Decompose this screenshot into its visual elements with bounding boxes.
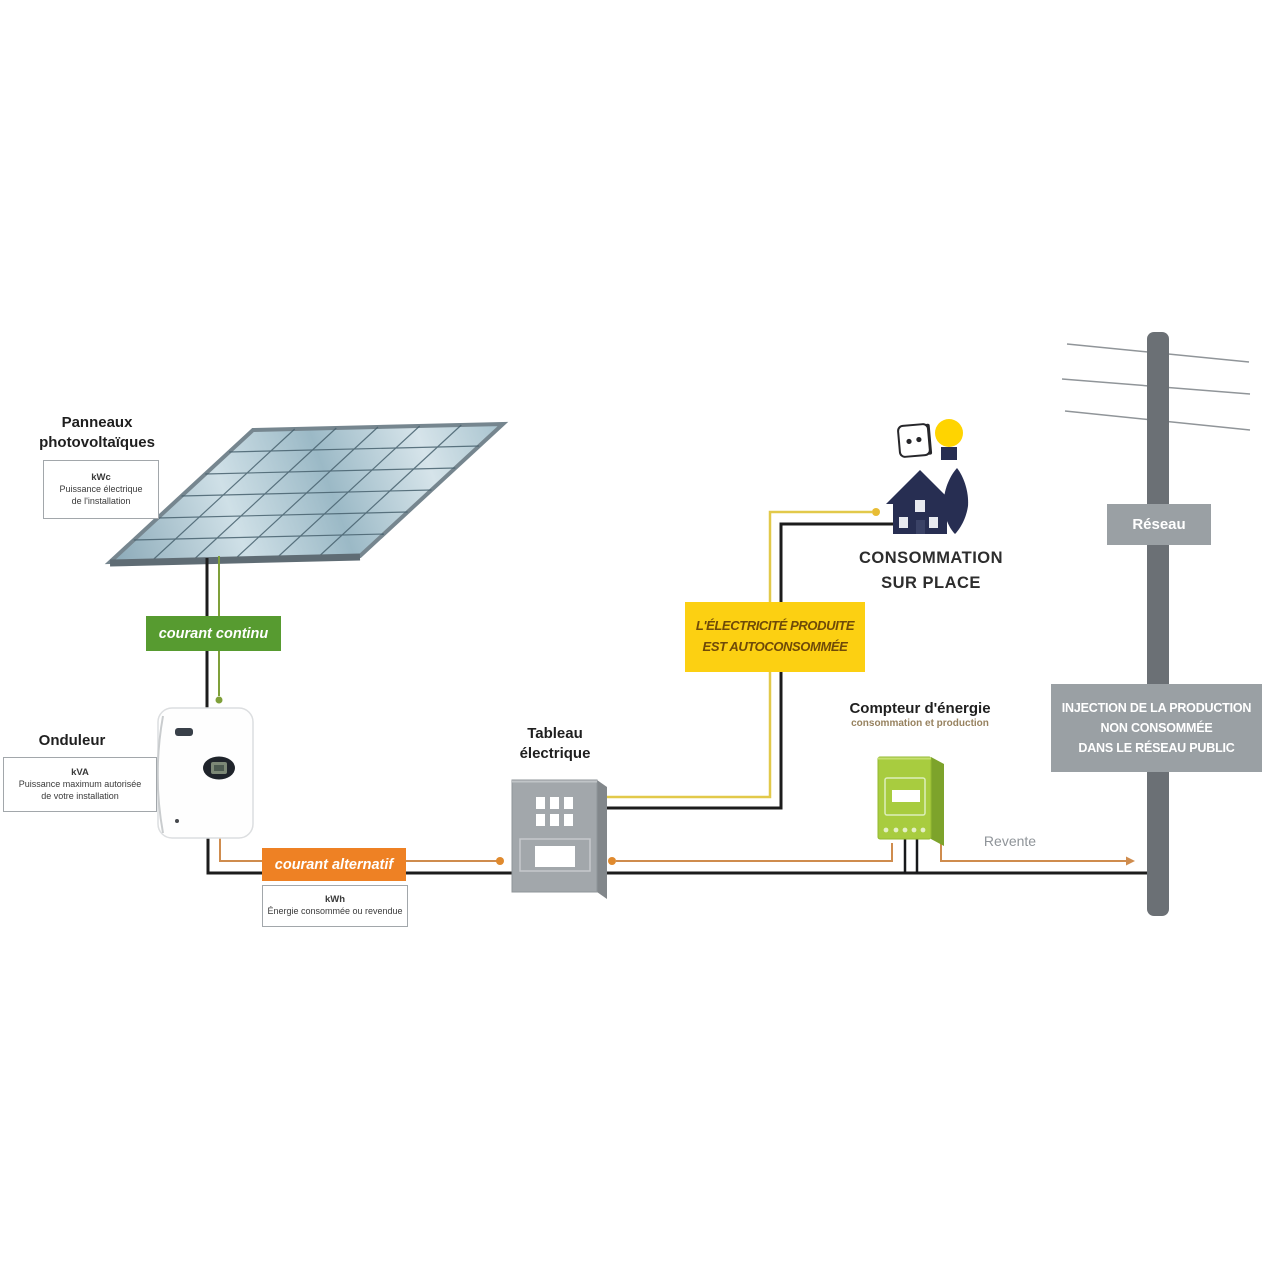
dc-current-label: courant continu (146, 616, 281, 651)
lightbulb-icon (935, 419, 963, 460)
plug-icon (897, 423, 933, 458)
autoconso-line2: EST AUTOCONSOMMÉE (702, 639, 848, 654)
onsite-line2: SUR PLACE (881, 573, 981, 592)
grid-label: Réseau (1107, 504, 1211, 545)
house-door (916, 520, 925, 534)
autoconsumption-box: L'ÉLECTRICITÉ PRODUITE EST AUTOCONSOMMÉE (685, 602, 865, 672)
electrical-panel-body (511, 779, 598, 893)
board-title-line2: électrique (519, 744, 591, 762)
inverter-spec-desc2: de votre installation (41, 791, 119, 801)
board-title: Tableau électrique (501, 724, 609, 763)
pv-spec-desc2: de l'installation (71, 496, 131, 506)
ac-spec-box: kWh Énergie consommée ou revendue (262, 885, 408, 927)
inverter-spec-unit: kVA (71, 766, 89, 778)
inverter-spec-desc1: Puissance maximum autorisée (18, 778, 142, 789)
panel-lower-window (535, 846, 575, 867)
panel-lower-frame (519, 838, 591, 872)
inverter-display-text (214, 765, 224, 771)
electrical-panel-side (597, 780, 607, 899)
ac-current-label: courant alternatif (262, 848, 406, 881)
onsite-line1: CONSOMMATION (858, 549, 1004, 567)
tree-icon (943, 468, 969, 534)
energy-meter-device (877, 756, 944, 846)
house-upper-window (915, 500, 925, 512)
ac-wire-black-main (206, 826, 1152, 875)
meter-title-block: Compteur d'énergie consommation et produ… (836, 700, 1004, 729)
pv-spec-unit: kWc (91, 471, 111, 483)
breaker-windows (536, 797, 573, 826)
injection-line1: INJECTION DE LA PRODUCTION (1061, 701, 1252, 715)
house-left-window (899, 517, 908, 528)
meter-subtitle: consommation et production (851, 718, 989, 729)
pv-title: Panneaux photovoltaïques (39, 414, 155, 451)
meter-title: Compteur d'énergie (849, 700, 991, 717)
inverter-edge-highlight (156, 715, 164, 834)
pv-spec-box: kWc Puissance électrique de l'installati… (43, 460, 159, 519)
meter-buttons (883, 827, 926, 833)
house-icon (886, 470, 954, 534)
onsite-consumption-label: CONSOMMATION SUR PLACE (850, 546, 1012, 596)
meter-display (892, 790, 920, 802)
pv-spec-desc1: Puissance électrique (59, 483, 143, 494)
resale-wire-arrow (1126, 856, 1135, 866)
dc-wire-arrow (215, 696, 223, 704)
ac-spec-unit: kWh (324, 894, 346, 906)
electrical-panel-device (511, 779, 607, 899)
meter-wire-orange-left (616, 843, 893, 862)
solar-panel-bottom-rail (109, 553, 361, 567)
house-right-window (929, 517, 938, 528)
inverter-led (175, 819, 179, 823)
inverter-vent (175, 728, 193, 736)
meter-wire-orange-left-arrow (608, 857, 616, 865)
inverter-spec-box: kVA Puissance maximum autorisée de votre… (3, 757, 157, 812)
meter-side (931, 757, 944, 846)
grid-injection-box: INJECTION DE LA PRODUCTION NON CONSOMMÉE… (1051, 684, 1262, 772)
autoconso-wire-arrow (872, 508, 880, 516)
injection-line2: NON CONSOMMÉE (1100, 721, 1213, 735)
inverter-title: Onduleur (38, 732, 106, 749)
solar-panel-grid (133, 424, 480, 562)
ac-spec-desc: Énergie consommée ou revendue (267, 906, 403, 917)
ac-wire-orange-arrow (496, 857, 504, 865)
resale-wire-orange (940, 843, 1126, 862)
inverter-device (156, 707, 254, 839)
resale-label: Revente (983, 833, 1037, 849)
autoconso-line1: L'ÉLECTRICITÉ PRODUITE (695, 618, 855, 634)
injection-line3: DANS LE RÉSEAU PUBLIC (1078, 741, 1235, 755)
board-title-line1: Tableau (527, 725, 583, 742)
utility-pole (1147, 332, 1169, 916)
solar-panel-icon (104, 421, 509, 567)
meter-display-frame (884, 777, 926, 816)
